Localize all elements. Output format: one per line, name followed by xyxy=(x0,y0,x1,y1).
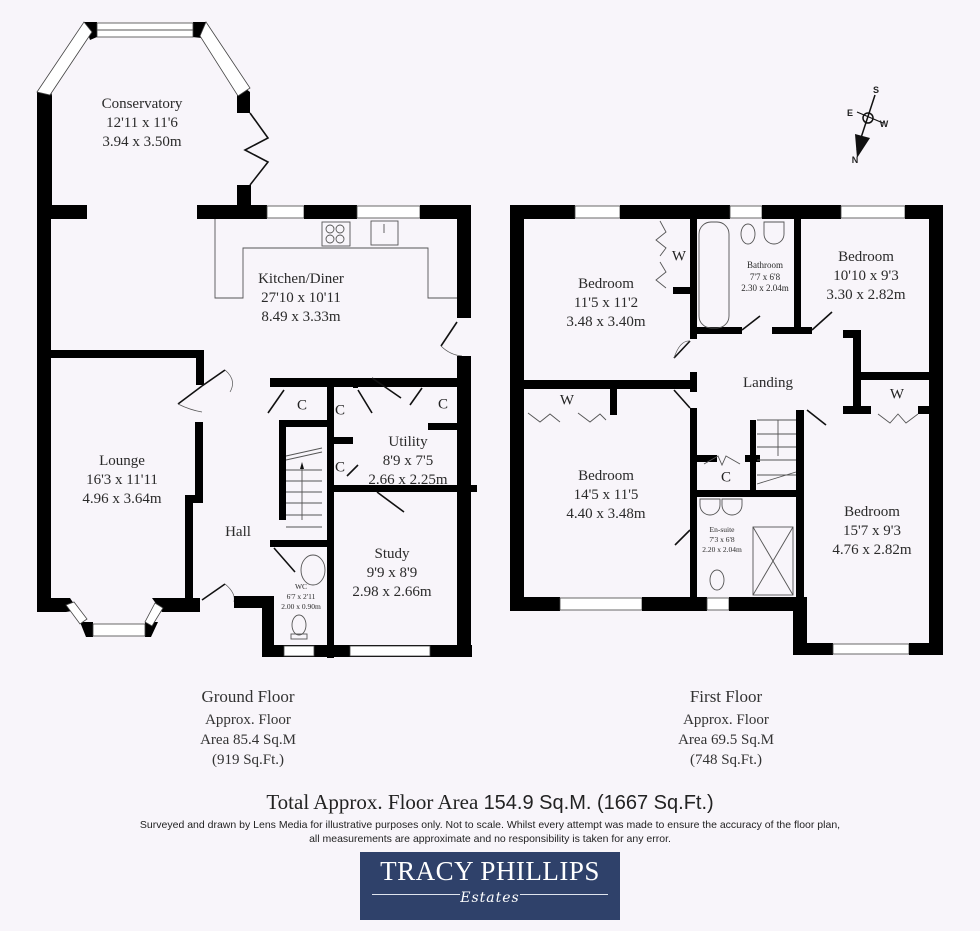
disclaimer-line: all measurements are approximate and no … xyxy=(309,832,671,845)
room-size-metric: 3.30 x 2.82m xyxy=(826,286,906,303)
room-label-bedroom-1: Bedroom 11'5 x 11'2 3.48 x 3.40m xyxy=(566,275,645,331)
brand-subtitle: Estates xyxy=(460,890,520,906)
floor-title: First Floor xyxy=(689,687,763,706)
wardrobe-label: W xyxy=(671,248,687,265)
room-size-metric: 2.20 x 2.04m xyxy=(702,544,742,554)
cupboard-label: C xyxy=(296,397,308,414)
room-name: Bedroom xyxy=(838,249,894,265)
room-size-metric: 2.30 x 2.04m xyxy=(741,283,789,294)
floor-area-line: Approx. Floor xyxy=(683,711,769,728)
room-size-imperial: 16'3 x 11'11 xyxy=(86,471,158,488)
room-size-metric: 4.96 x 3.64m xyxy=(82,490,162,507)
floor-title: Ground Floor xyxy=(201,687,295,706)
brand-logo: TRACY PHILLIPS Estates xyxy=(360,852,620,920)
floor-area-sqft: (748 Sq.Ft.) xyxy=(689,752,763,769)
room-label-wc: WC 6'7 x 2'11 2.00 x 0.90m xyxy=(281,582,321,611)
ground-floor-summary: Ground Floor Approx. Floor Area 85.4 Sq.… xyxy=(200,685,296,770)
room-name: Bedroom xyxy=(578,276,634,292)
room-name: Study xyxy=(374,546,410,562)
room-size-metric: 3.94 x 3.50m xyxy=(102,133,182,150)
room-size-imperial: 10'10 x 9'3 xyxy=(833,267,899,284)
room-size-metric: 4.76 x 2.82m xyxy=(832,541,912,558)
wardrobe-label: W xyxy=(559,392,575,409)
room-label-study: Study 9'9 x 8'9 2.98 x 2.66m xyxy=(352,545,431,601)
room-size-imperial: 7'7 x 6'8 xyxy=(749,271,781,282)
compass-east-label: E xyxy=(846,108,854,118)
logo-divider xyxy=(520,894,608,895)
room-label-bedroom-3: Bedroom 14'5 x 11'5 4.40 x 3.48m xyxy=(566,467,645,523)
room-label-en-suite: En-suite 7'3 x 6'8 2.20 x 2.04m xyxy=(702,525,742,554)
room-size-metric: 3.48 x 3.40m xyxy=(566,313,646,330)
room-name: Bedroom xyxy=(578,468,634,484)
cupboard-label: C xyxy=(720,469,732,486)
compass-south-label: S xyxy=(872,85,880,95)
compass-north-label: N xyxy=(851,155,859,165)
first-floor-summary: First Floor Approx. Floor Area 69.5 Sq.M… xyxy=(678,685,774,770)
room-name: Lounge xyxy=(99,453,145,469)
first-floor-plan xyxy=(510,205,943,655)
cupboard-label: C xyxy=(334,459,346,476)
wardrobe-label: W xyxy=(889,386,905,403)
room-label-bedroom-4: Bedroom 15'7 x 9'3 4.76 x 2.82m xyxy=(832,503,911,559)
room-name: WC xyxy=(294,582,308,591)
room-name: En-suite xyxy=(709,525,735,534)
room-size-imperial: 12'11 x 11'6 xyxy=(106,114,178,131)
room-size-imperial: 9'9 x 8'9 xyxy=(366,564,418,581)
cupboard-label: C xyxy=(437,396,449,413)
room-size-metric: 2.00 x 0.90m xyxy=(281,601,321,611)
brand-name: TRACY PHILLIPS xyxy=(380,856,600,886)
room-size-imperial: 27'10 x 10'11 xyxy=(261,289,341,306)
room-label-utility: Utility 8'9 x 7'5 2.66 x 2.25m xyxy=(368,433,447,489)
room-label-landing: Landing xyxy=(743,374,793,393)
total-area-value: 154.9 Sq.M. (1667 Sq.Ft.) xyxy=(483,792,714,814)
room-size-metric: 2.66 x 2.25m xyxy=(368,471,448,488)
room-name: Landing xyxy=(743,375,793,391)
room-size-imperial: 8'9 x 7'5 xyxy=(382,452,434,469)
room-size-metric: 2.98 x 2.66m xyxy=(352,583,432,600)
compass-west-label: W xyxy=(879,119,889,129)
room-size-imperial: 11'5 x 11'2 xyxy=(573,294,639,311)
compass-icon xyxy=(855,94,884,158)
floor-area-sqm: Area 69.5 Sq.M xyxy=(678,731,774,748)
room-name: Bedroom xyxy=(844,504,900,520)
room-size-metric: 4.40 x 3.48m xyxy=(566,505,646,522)
room-label-hall: Hall xyxy=(225,523,251,542)
total-area-label: Total Approx. Floor Area xyxy=(266,790,479,814)
room-name: Hall xyxy=(225,524,251,540)
cupboard-label: C xyxy=(334,402,346,419)
ground-floor-plan xyxy=(36,21,477,658)
room-name: Utility xyxy=(388,434,428,450)
room-size-imperial: 7'3 x 6'8 xyxy=(709,534,735,544)
room-label-lounge: Lounge 16'3 x 11'11 4.96 x 3.64m xyxy=(82,452,161,508)
room-name: Conservatory xyxy=(101,96,183,112)
disclaimer-line: Surveyed and drawn by Lens Media for ill… xyxy=(139,819,841,831)
room-size-metric: 8.49 x 3.33m xyxy=(261,308,341,325)
room-label-conservatory: Conservatory 12'11 x 11'6 3.94 x 3.50m xyxy=(102,95,183,151)
room-size-imperial: 6'7 x 2'11 xyxy=(286,591,316,601)
floor-area-sqm: Area 85.4 Sq.M xyxy=(200,731,296,748)
floor-area-line: Approx. Floor xyxy=(205,711,291,728)
room-size-imperial: 14'5 x 11'5 xyxy=(573,486,639,503)
disclaimer: Surveyed and drawn by Lens Media for ill… xyxy=(90,819,890,846)
room-size-imperial: 15'7 x 9'3 xyxy=(843,522,901,539)
room-name: Bathroom xyxy=(746,260,783,270)
room-name: Kitchen/Diner xyxy=(258,271,344,287)
room-label-kitchen-diner: Kitchen/Diner 27'10 x 10'11 8.49 x 3.33m xyxy=(258,270,344,326)
logo-divider xyxy=(372,894,460,895)
floor-area-sqft: (919 Sq.Ft.) xyxy=(211,752,285,769)
room-label-bedroom-2: Bedroom 10'10 x 9'3 3.30 x 2.82m xyxy=(826,248,905,304)
room-label-bathroom: Bathroom 7'7 x 6'8 2.30 x 2.04m xyxy=(741,260,789,295)
total-floor-area: Total Approx. Floor Area 154.9 Sq.M. (16… xyxy=(266,790,713,815)
